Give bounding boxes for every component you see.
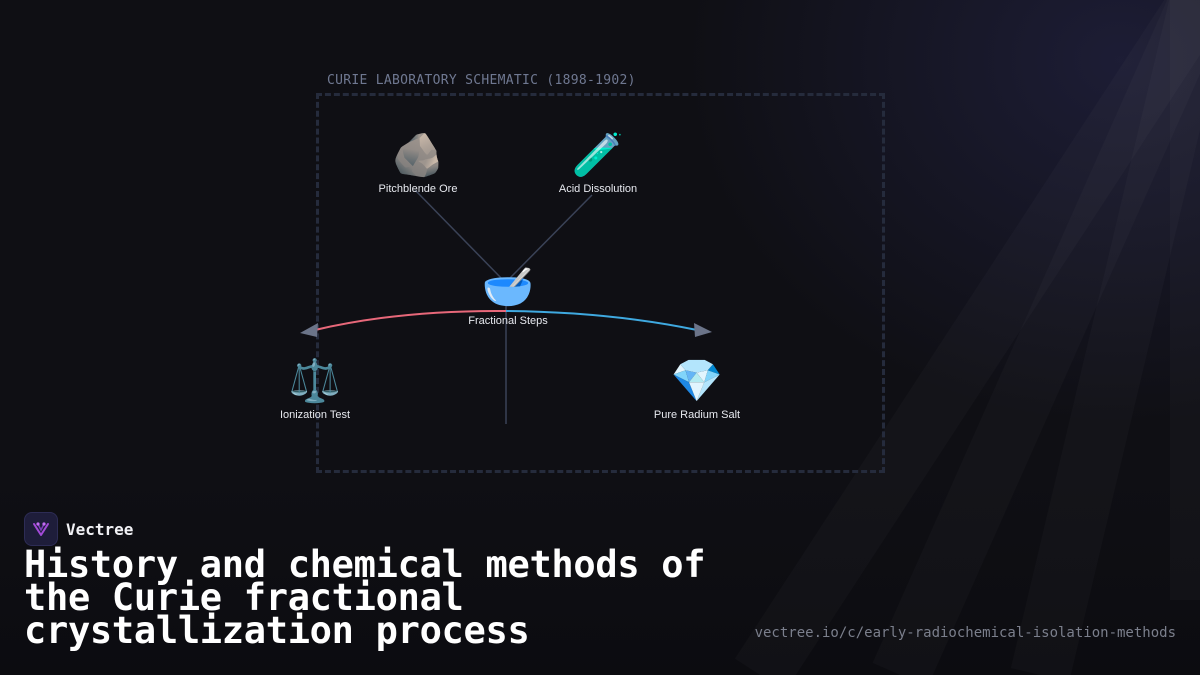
gem-icon: 💎 [670, 356, 724, 405]
node-ionization-test: ⚖️ Ionization Test [279, 356, 351, 422]
connector-ore-to-steps [414, 189, 506, 283]
node-label: Acid Dissolution [558, 183, 638, 195]
rock-icon: 🪨 [391, 130, 445, 179]
node-label: Pitchblende Ore [378, 183, 458, 195]
schematic-frame [316, 93, 885, 473]
arrowhead-left [300, 323, 318, 337]
test-tube-icon: 🧪 [571, 130, 625, 179]
node-fractional-steps: 🥣 Fractional Steps [468, 262, 548, 328]
page-url[interactable]: vectree.io/c/early-radiochemical-isolati… [754, 625, 1176, 641]
arc-to-ionization [314, 309, 507, 331]
brand: Vectree [24, 512, 133, 546]
vectree-logo-icon [24, 512, 58, 546]
connector-acid-to-steps [509, 194, 593, 279]
node-pitchblende-ore: 🪨 Pitchblende Ore [378, 130, 458, 196]
headline: History and chemical methods of the Curi… [24, 543, 706, 652]
node-label: Fractional Steps [468, 315, 548, 327]
node-label: Ionization Test [279, 409, 351, 421]
node-pure-radium-salt: 💎 Pure Radium Salt [653, 356, 741, 422]
node-acid-dissolution: 🧪 Acid Dissolution [558, 130, 638, 196]
schematic-title: CURIE LABORATORY SCHEMATIC (1898-1902) [327, 73, 636, 88]
arrowhead-right [694, 323, 712, 337]
scales-icon: ⚖️ [288, 356, 342, 405]
bowl-icon: 🥣 [481, 262, 535, 311]
arc-to-radium [505, 310, 698, 331]
node-label: Pure Radium Salt [653, 409, 741, 421]
brand-name: Vectree [66, 519, 134, 539]
